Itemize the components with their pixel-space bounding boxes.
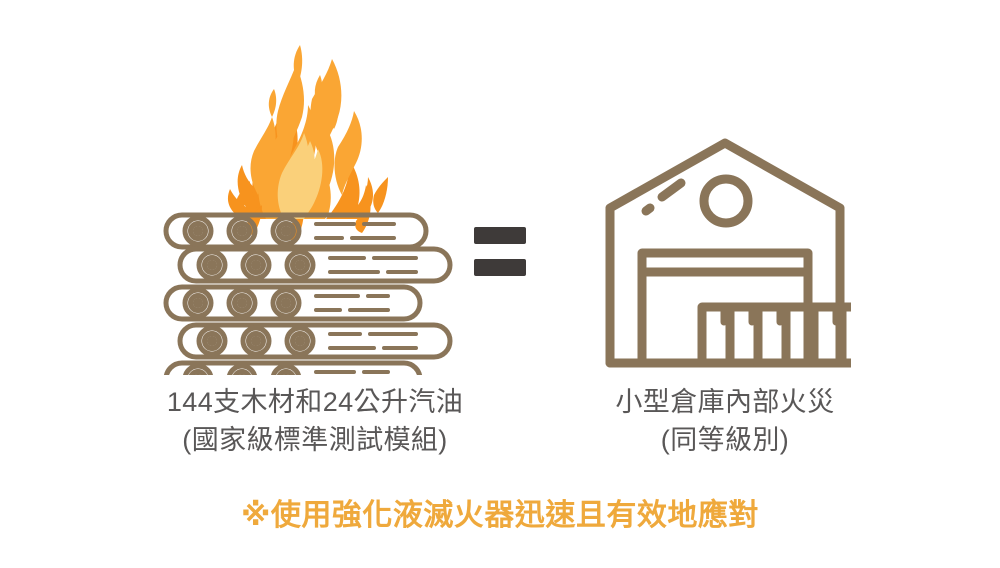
right-caption-line-1: 小型倉庫內部火災 [615,387,835,417]
warehouse-roof-and-walls [605,138,845,368]
gable-window-icon [699,174,753,228]
left-caption: 144支木材和24公升汽油 (國家級標準測試模組) [150,383,480,460]
warehouse-icon [570,135,880,375]
comparison-row [150,0,880,375]
log-row [177,246,453,284]
log-row [177,322,453,360]
left-caption-line-1: 144支木材和24公升汽油 [166,387,464,417]
burning-wood-crib-icon [150,15,480,375]
equals-bar-top [474,227,526,244]
equals-bar-bottom [474,259,526,276]
equals-sign-icon [474,223,526,283]
wood-log-stack-icon [163,212,453,375]
flame-icon [227,45,388,243]
log-row [163,212,429,250]
warehouse-svg [605,138,851,368]
left-panel [150,0,480,375]
vent-dash-short [641,203,655,216]
log-row [163,360,423,375]
box-bottom-right [809,302,851,368]
left-caption-line-2: (國家級標準測試模組) [182,425,448,456]
right-caption: 小型倉庫內部火災 (同等級別) [570,383,880,460]
right-caption-line-2: (同等級別) [660,425,790,456]
vent-dash-long [657,178,686,202]
right-panel [570,0,880,375]
burning-wood-crib-svg [163,45,453,375]
footnote-text: ※使用強化液滅火器迅速且有效地應對 [241,499,759,532]
log-row [163,284,423,322]
